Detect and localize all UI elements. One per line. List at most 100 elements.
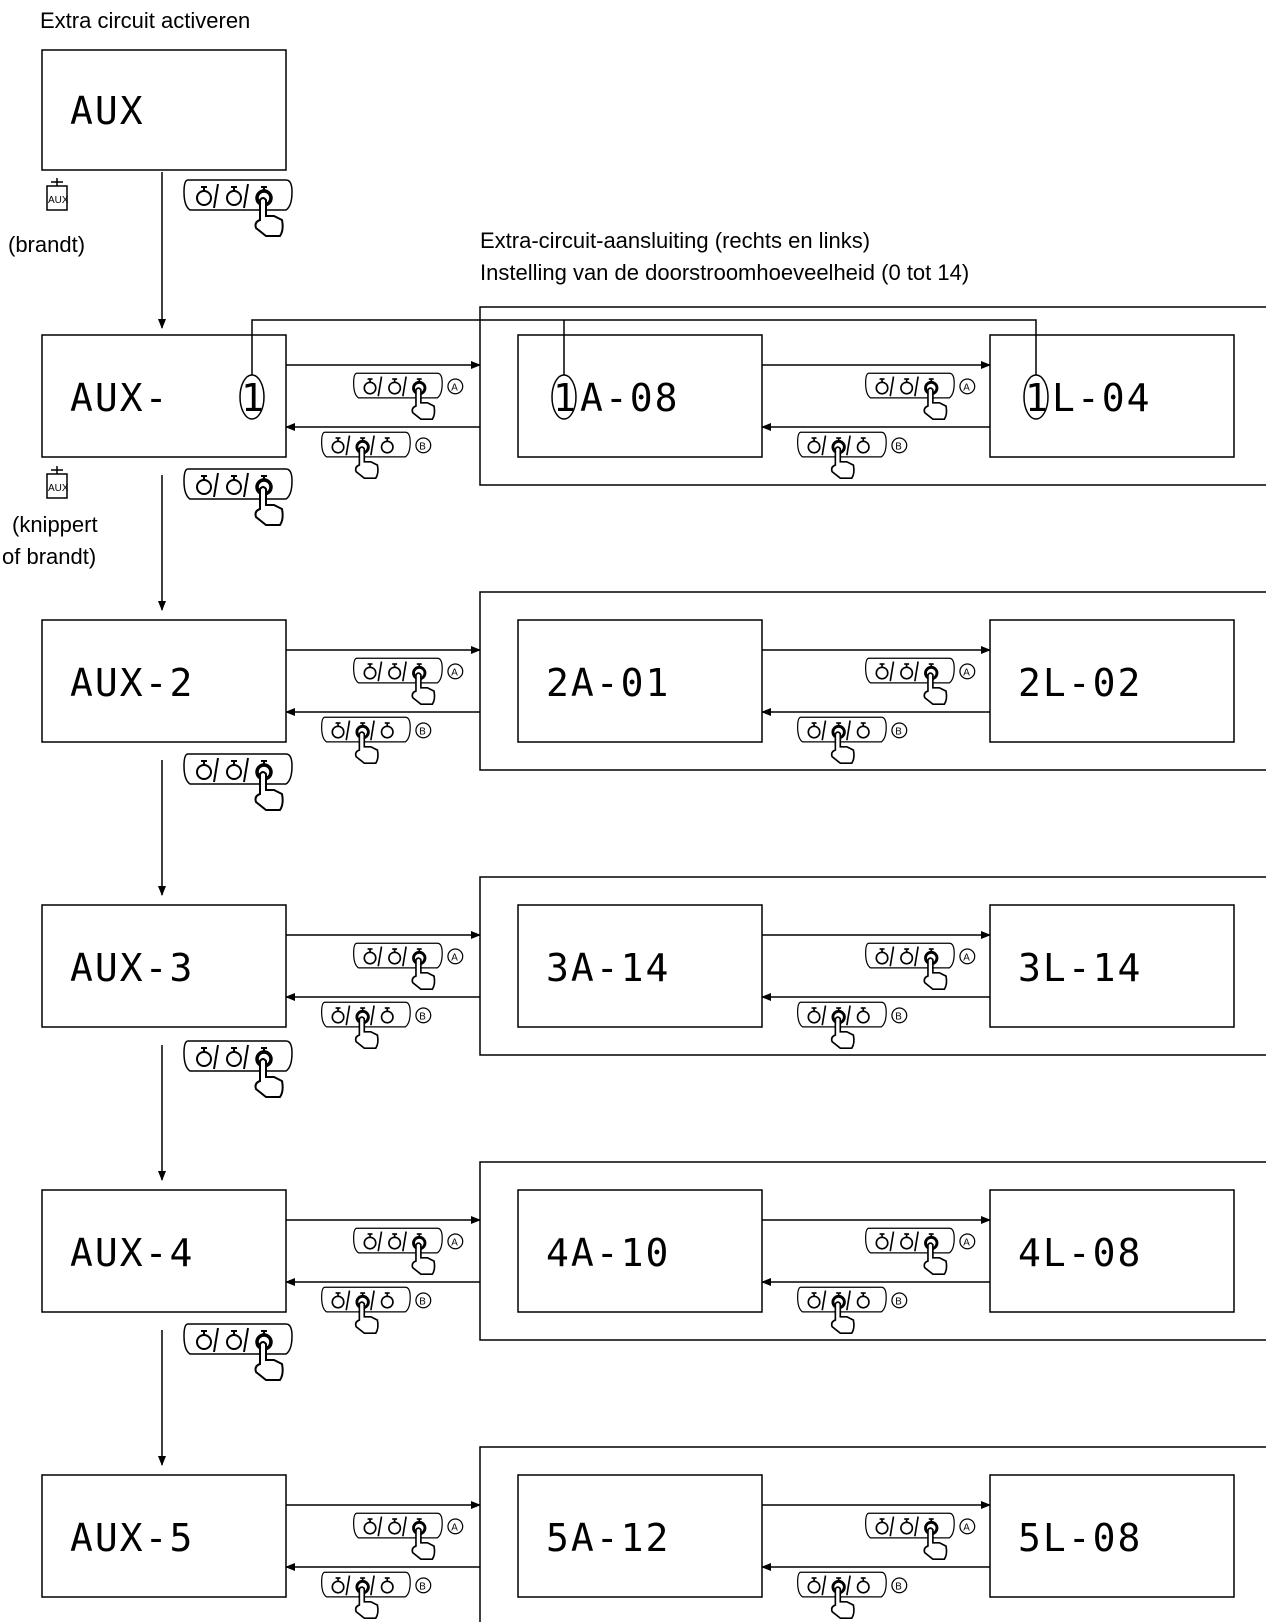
left-display-box xyxy=(989,619,1235,743)
right-display-box xyxy=(517,619,763,743)
connection-group-frame xyxy=(479,306,1266,486)
aux-blink-label-2: of brandt) xyxy=(2,544,96,569)
connection-group-frame xyxy=(479,876,1266,1056)
right-display-text: 3A-14 xyxy=(546,946,670,990)
circle-a-label: A xyxy=(963,383,970,394)
switch-a-icon: A xyxy=(865,1512,976,1561)
left-display-box xyxy=(989,334,1235,458)
circle-a-label: A xyxy=(963,668,970,679)
circled-number-text: 1 xyxy=(553,376,578,420)
aux-icon-on: AUX xyxy=(46,178,69,211)
connection-group-frame xyxy=(479,1446,1266,1622)
switch-a-icon: A xyxy=(353,1512,464,1561)
left-display-box xyxy=(989,1189,1235,1313)
switch-a-icon: A xyxy=(865,1227,976,1276)
circle-b-label: B xyxy=(895,727,902,738)
activate-title: Extra circuit activeren xyxy=(40,8,250,33)
switch-a-icon: A xyxy=(865,657,976,706)
circle-a-label: A xyxy=(451,383,458,394)
main-display-box xyxy=(41,334,287,458)
main-display-text: AUX-2 xyxy=(70,661,194,705)
circle-b-label: B xyxy=(895,1582,902,1593)
switch-a-icon: A xyxy=(353,372,464,421)
circle-a-label: A xyxy=(451,953,458,964)
switch-a-icon: A xyxy=(865,942,976,991)
left-display-box xyxy=(989,904,1235,1028)
next-switch-icon xyxy=(183,1040,293,1098)
right-display-box xyxy=(517,904,763,1028)
circle-a-label: A xyxy=(963,1523,970,1534)
row-3: AUX-3 3A-14 3L-14 xyxy=(41,876,1266,1056)
circle-a-label: A xyxy=(451,1523,458,1534)
left-display-text: 3L-14 xyxy=(1018,946,1142,990)
circled-number-text: 1 xyxy=(241,376,266,420)
left-display-text: 2L-02 xyxy=(1018,661,1142,705)
number-link-line xyxy=(251,319,1037,375)
connection-group-frame xyxy=(479,1161,1266,1341)
main-display-box xyxy=(41,619,287,743)
row-4: AUX-4 4A-10 4L-08 xyxy=(41,1161,1266,1341)
circle-a-label: A xyxy=(451,668,458,679)
circle-b-label: B xyxy=(419,727,426,738)
switch-b-icon: B xyxy=(797,716,908,765)
right-display-text: A-08 xyxy=(580,376,680,420)
switch-a-icon: A xyxy=(353,657,464,706)
main-display-text: AUX- xyxy=(70,376,170,420)
circled-number-text: 1 xyxy=(1025,376,1050,420)
main-display-box xyxy=(41,1474,287,1598)
main-display-box xyxy=(41,904,287,1028)
switch-b-icon: B xyxy=(797,431,908,480)
switch-b-icon: B xyxy=(321,1286,432,1335)
main-display-text: AUX-4 xyxy=(70,1231,194,1275)
left-display-text: 5L-08 xyxy=(1018,1516,1142,1560)
left-display-text: L-04 xyxy=(1052,376,1152,420)
switch-b-icon: B xyxy=(321,431,432,480)
circle-b-label: B xyxy=(895,442,902,453)
circle-a-label: A xyxy=(963,1238,970,1249)
aux-blink-label-1: (knippert xyxy=(12,512,98,537)
right-display-box xyxy=(517,1189,763,1313)
main-display-box xyxy=(41,1189,287,1313)
switch-b-icon: B xyxy=(797,1571,908,1620)
connection-title-line2: Instelling van de doorstroomhoeveelheid … xyxy=(480,260,969,285)
left-display-text: 4L-08 xyxy=(1018,1231,1142,1275)
switch-b-icon: B xyxy=(797,1001,908,1050)
next-switch-icon xyxy=(183,468,293,526)
switch-a-icon: A xyxy=(865,372,976,421)
switch-b-icon: B xyxy=(321,716,432,765)
switch-b-icon: B xyxy=(321,1571,432,1620)
circle-b-label: B xyxy=(895,1297,902,1308)
next-switch-icon xyxy=(183,753,293,811)
right-display-text: 2A-01 xyxy=(546,661,670,705)
switch-a-icon: A xyxy=(353,1227,464,1276)
next-switch-icon xyxy=(183,179,293,237)
switch-b-icon: B xyxy=(797,1286,908,1335)
right-display-text: 4A-10 xyxy=(546,1231,670,1275)
initial-display-text: AUX xyxy=(70,89,145,133)
connection-group-frame xyxy=(479,591,1266,771)
connection-title-line1: Extra-circuit-aansluiting (rechts en lin… xyxy=(480,228,870,253)
main-display-text: AUX-3 xyxy=(70,946,194,990)
svg-text:AUX: AUX xyxy=(48,483,69,494)
right-display-text: 5A-12 xyxy=(546,1516,670,1560)
next-switch-icon xyxy=(183,1323,293,1381)
right-display-box xyxy=(517,334,763,458)
aux-on-label: (brandt) xyxy=(8,232,85,257)
row-2: AUX-2 2A-01 2L-02 xyxy=(41,591,1266,771)
initial-display-box xyxy=(41,49,287,171)
left-display-box xyxy=(989,1474,1235,1598)
circle-b-label: B xyxy=(895,1012,902,1023)
aux-icon-blink: AUX xyxy=(46,466,69,499)
main-display-text: AUX-5 xyxy=(70,1516,194,1560)
switch-a-icon: A xyxy=(353,942,464,991)
circle-b-label: B xyxy=(419,442,426,453)
row-5: AUX-5 5A-12 5L-08 xyxy=(41,1446,1266,1622)
circle-b-label: B xyxy=(419,1012,426,1023)
circle-a-label: A xyxy=(451,1238,458,1249)
svg-text:AUX: AUX xyxy=(48,195,69,206)
circle-b-label: B xyxy=(419,1297,426,1308)
circle-a-label: A xyxy=(963,953,970,964)
right-display-box xyxy=(517,1474,763,1598)
